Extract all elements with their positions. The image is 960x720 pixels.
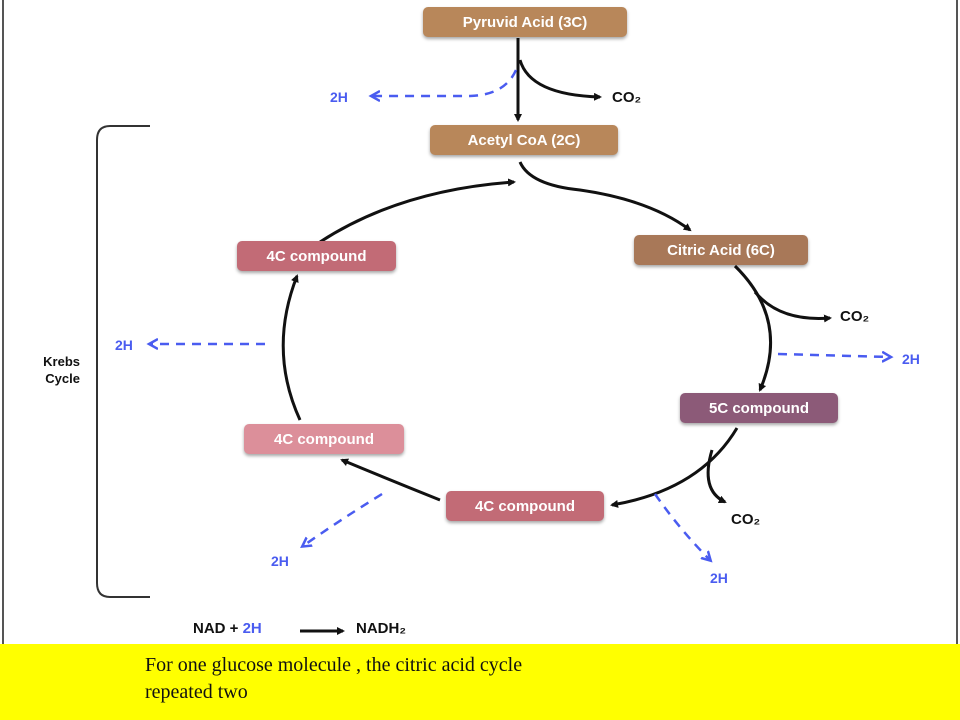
- krebs-label-line1: Krebs: [43, 354, 80, 369]
- citric-acid-box: Citric Acid (6C): [634, 235, 808, 265]
- caption-bar: For one glucose molecule , the citric ac…: [0, 644, 960, 720]
- arrow-co2-top: [518, 59, 602, 101]
- arrow-co2-5c: [706, 449, 727, 504]
- arrow-2h-citric: [777, 354, 890, 357]
- krebs-bracket: [96, 125, 150, 598]
- 5c-compound-box: 5C compound: [680, 393, 838, 423]
- arrow-4c-top-to-cycle: [319, 178, 516, 244]
- arrow-2h-top: [372, 69, 518, 96]
- diagram-frame: [2, 0, 958, 644]
- krebs-cycle-diagram: [96, 38, 960, 635]
- 2h-label-bottom-left: 2H: [271, 553, 289, 569]
- pyruvic-acid-box: Pyruvid Acid (3C): [423, 7, 627, 37]
- krebs-cycle-label: Krebs Cycle: [24, 353, 80, 387]
- 2h-label-top: 2H: [330, 89, 348, 105]
- co2-label-5c: CO₂: [731, 511, 761, 528]
- krebs-label-line2: Cycle: [45, 371, 80, 386]
- 4c-compound-left-box: 4C compound: [244, 424, 404, 454]
- arrow-4c-left-to-top: [281, 274, 302, 421]
- equation-nad: NAD +: [193, 620, 243, 637]
- arrow-5c-to-4c: [610, 427, 739, 508]
- arrow-4c-bottom-to-left: [340, 458, 441, 502]
- caption-text: For one glucose molecule , the citric ac…: [145, 654, 523, 703]
- co2-label-citric: CO₂: [840, 308, 870, 325]
- arrow-2h-bottom-right: [653, 493, 710, 560]
- equation-nadh2: NADH₂: [356, 620, 406, 637]
- 2h-label-left: 2H: [115, 337, 133, 353]
- co2-label-top: CO₂: [612, 89, 642, 106]
- equation-2h: 2H: [242, 620, 262, 637]
- arrow-acetyl-to-citric: [518, 161, 692, 232]
- acetyl-coa-box: Acetyl CoA (2C): [430, 125, 618, 155]
- arrow-co2-citric: [753, 291, 832, 323]
- arrow-citric-to-5c: [733, 264, 773, 392]
- nad-equation: NAD + 2H NADH₂: [193, 620, 406, 637]
- arrow-2h-bottom-left: [303, 492, 383, 546]
- 4c-compound-top-box: 4C compound: [237, 241, 396, 271]
- 2h-label-bottom-right: 2H: [710, 570, 728, 586]
- 2h-label-citric: 2H: [902, 351, 920, 367]
- 4c-compound-bottom-box: 4C compound: [446, 491, 604, 521]
